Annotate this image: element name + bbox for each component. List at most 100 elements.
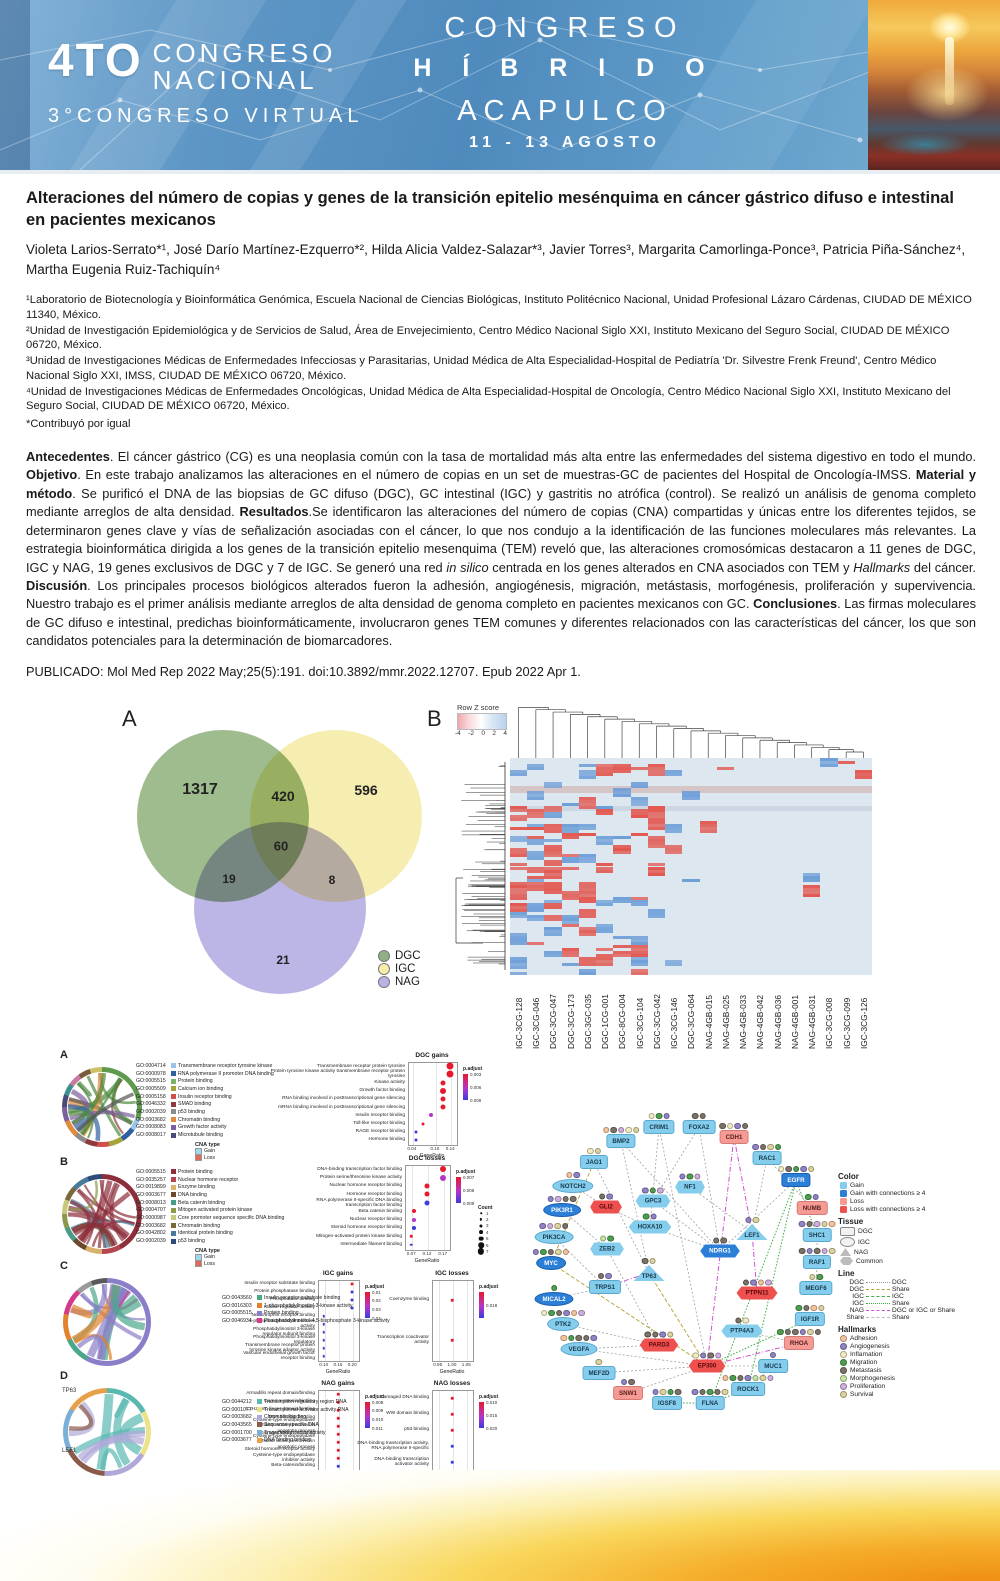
dotplot-count-title: Count: [478, 1205, 493, 1211]
node-hallmark-dots: [595, 1358, 603, 1365]
dotplot-x-axis-label: GeneRatio: [414, 1257, 440, 1264]
dotplot-dot: [350, 1282, 354, 1286]
venn-count-nag-only: 21: [276, 953, 290, 967]
node-shape: GPC3: [635, 1194, 671, 1208]
node-hallmark-dots: [742, 1279, 772, 1286]
node-hallmark-dots: [586, 1147, 601, 1154]
dotplot-dot: [322, 1322, 325, 1326]
legend-tissue-label: DGC: [858, 1228, 873, 1235]
legend-color-item: Loss: [840, 1198, 998, 1205]
legend-hallmark-label: Morphogenesis: [850, 1375, 896, 1382]
node-hallmark-dots: [769, 1351, 777, 1358]
dotplot-title: DGC losses: [408, 1155, 446, 1162]
node-shape: PTPN11: [736, 1286, 778, 1300]
heatmap-column-label: NAG-4GB-033: [738, 995, 749, 1049]
heatmap-body: [510, 758, 872, 975]
footer-gradient: [0, 1470, 1000, 1581]
dotplot-dot: [421, 1122, 425, 1125]
legend-hallmark-dot: [840, 1343, 847, 1350]
banner-network-decoration: [0, 19, 1000, 170]
circos-plot: [62, 1174, 142, 1254]
node-hallmark-dots: [679, 1173, 701, 1180]
go-term-label: Growth factor activity: [178, 1124, 227, 1131]
node-hallmark-dots: [808, 1273, 823, 1280]
network-edge: [733, 1136, 753, 1233]
banner-edge-decoration: [0, 0, 30, 170]
node-hallmark-dots: [805, 1193, 819, 1200]
dotplot-dot: [350, 1306, 354, 1310]
go-term-code: GO:0002039: [136, 1238, 166, 1245]
legend-color-item: Gain with connections ≥ 4: [840, 1190, 998, 1197]
go-term-label: Nuclear hormone receptor: [178, 1176, 239, 1183]
legend-hallmark-dot: [840, 1367, 847, 1374]
panel-b-label: B: [427, 706, 442, 731]
go-term-code: GO:0035257: [136, 1176, 166, 1183]
dotplot-row-label: p53 binding: [404, 1427, 429, 1433]
node-hallmark-dots: [777, 1328, 821, 1335]
dotplot-dot: [336, 1424, 340, 1428]
go-term-swatch: [171, 1169, 176, 1175]
node-shape: SNW1: [613, 1386, 643, 1400]
node-hallmark-dots: [692, 1352, 722, 1359]
network-node-myc: MYC: [532, 1248, 570, 1270]
legend-tissue-label: Common: [856, 1257, 883, 1265]
dotplot-padjust-tick: 0.010: [486, 1399, 498, 1405]
dotplot-x-tick: 0.20: [347, 1362, 357, 1367]
venn-count-dgc-only: 1317: [182, 781, 218, 798]
congress-center-lockup: CONGRESO H Í B R I D O ACAPULCO 11 - 13 …: [400, 12, 730, 152]
dotplot-padjust-bar: [463, 1074, 468, 1100]
node-hallmark-dots: [598, 1193, 613, 1200]
dotplot-row-label: DNA binding, bending: [268, 1415, 315, 1421]
node-shape: SHC1: [802, 1228, 832, 1242]
venn-legend-item: DGC: [378, 950, 421, 962]
network-node-ndrg1: NDRG1: [700, 1237, 740, 1258]
dotplot-row-label: RAGE receptor binding: [355, 1129, 405, 1135]
dotplot-padjust-bar: [479, 1292, 484, 1318]
node-shape: EP300: [688, 1359, 726, 1373]
go-term-swatch: [257, 1303, 262, 1309]
dotplot-count-tick: 6: [486, 1242, 489, 1248]
dotplot-row-label: Cysteine-type endopeptidase inhibitor ac…: [252, 1452, 315, 1463]
go-term-code: GO:0008083: [136, 1124, 166, 1131]
network-node-rock1: ROCK1: [722, 1374, 774, 1396]
dotplot-row-label: DNA-binding transcription factor binding: [317, 1166, 402, 1172]
go-term-swatch: [171, 1200, 176, 1206]
legend-tissue-shape-hex: [840, 1257, 853, 1265]
network-edge: [747, 1179, 797, 1390]
legend-hallmark-dot: [840, 1391, 847, 1398]
dotplot-padjust-tick: 0.010: [372, 1416, 384, 1422]
node-hallmark-dots: [722, 1374, 774, 1381]
dotplot-row-label: Vascular endothelial growth factor recep…: [243, 1350, 315, 1361]
dotplot-row-label: Phosphatidylinositol 3-kinase regulator …: [253, 1326, 315, 1337]
sun-reflection: [944, 37, 954, 106]
dotplot-dot: [336, 1408, 340, 1412]
node-shape: TP63: [633, 1265, 665, 1281]
dotplot-row-label: Nuclear hormone receptor binding: [329, 1183, 402, 1189]
dotplot-dot: [440, 1096, 446, 1102]
legend-color-swatch: [840, 1206, 847, 1213]
node-hallmark-dots: [777, 1165, 815, 1172]
dotplot-row-label: Hormone receptor binding: [346, 1191, 402, 1197]
node-hallmark-dots: [691, 1388, 729, 1395]
heatmap-column-label: NAG-4GB-015: [703, 995, 714, 1049]
node-shape: IGSF8: [652, 1396, 682, 1410]
network-node-shc1: SHC1: [798, 1220, 836, 1242]
heatmap-column-label: DGC-3CG-047: [548, 994, 559, 1049]
go-term-label: Beta catenin binding: [178, 1199, 226, 1206]
dotplot-dot: [336, 1432, 340, 1436]
go-term-swatch: [257, 1407, 262, 1413]
circos-gene-label: TP63: [62, 1388, 77, 1394]
node-hallmark-dots: [550, 1284, 558, 1291]
go-term-swatch: [171, 1192, 176, 1198]
go-term-code: GO:0003682: [222, 1414, 252, 1421]
node-shape: EGFR: [781, 1173, 811, 1187]
dotplot-x-tick: 0.04: [407, 1146, 417, 1151]
